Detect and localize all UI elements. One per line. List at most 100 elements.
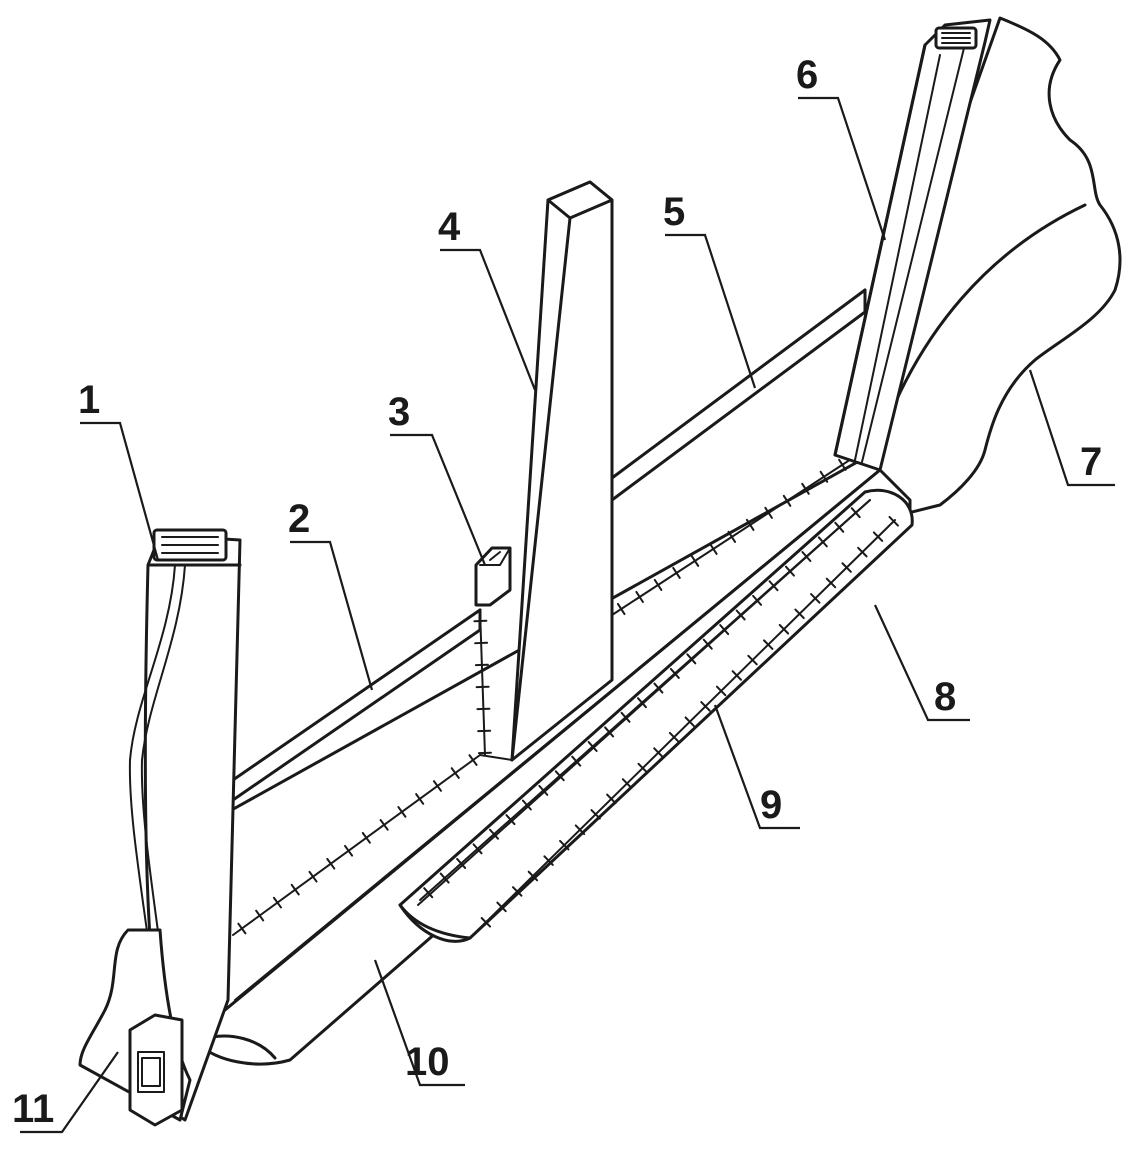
weld-tick — [480, 917, 492, 928]
weld-tick — [735, 609, 746, 621]
weld-tick — [857, 546, 868, 558]
weld-tick — [888, 515, 899, 527]
weld-tick — [819, 470, 829, 483]
weld-tick — [841, 562, 852, 573]
weld-tick — [672, 566, 681, 579]
weld-tick — [423, 887, 434, 899]
label-10: 10 — [405, 1040, 450, 1084]
label-5: 5 — [663, 190, 685, 234]
weld-tick — [604, 726, 615, 738]
callout-labels: 1 2 3 4 5 6 7 8 9 10 11 — [12, 53, 1102, 1131]
weld-tick — [521, 799, 532, 811]
seam-ticks — [237, 446, 899, 935]
weld-tick — [838, 458, 847, 471]
weld-tick — [590, 809, 601, 820]
weld-tick — [715, 685, 727, 697]
weld-tick — [782, 494, 792, 507]
weld-tick — [237, 922, 247, 935]
label-7: 7 — [1080, 440, 1102, 484]
leader-lines — [20, 96, 1115, 1134]
weld-tick — [308, 870, 318, 883]
weld-tick — [747, 654, 758, 666]
weld-tick — [653, 682, 664, 694]
weld-seams — [232, 449, 896, 936]
weld-tick — [784, 565, 795, 577]
weld-tick — [752, 594, 763, 606]
weld-tick — [489, 828, 499, 840]
weld-tick — [543, 855, 554, 866]
weld-tick — [432, 780, 443, 792]
weld-tick — [637, 762, 648, 774]
weld-tick — [684, 716, 695, 728]
front-post — [128, 528, 242, 1122]
weld-tick — [272, 896, 282, 909]
weld-tick — [472, 843, 483, 855]
weld-tick — [571, 755, 582, 767]
label-8: 8 — [934, 675, 956, 719]
rail-upper — [610, 288, 867, 502]
weld-tick — [872, 531, 884, 542]
weld-tick — [801, 551, 812, 563]
label-2: 2 — [288, 497, 310, 541]
weld-tick — [326, 857, 336, 870]
weld-tick — [606, 793, 617, 805]
label-11: 11 — [12, 1087, 54, 1131]
label-1: 1 — [78, 378, 100, 422]
weld-tick — [810, 593, 821, 604]
weld-tick — [653, 578, 663, 591]
label-9: 9 — [760, 783, 782, 827]
weld-tick — [778, 623, 790, 635]
weld-tick — [456, 857, 467, 869]
weld-tick — [554, 770, 565, 782]
weld-tick — [574, 824, 586, 836]
weld-tick — [450, 767, 460, 779]
weld-tick — [731, 670, 743, 681]
weld-tick — [764, 506, 773, 519]
mounting-foot — [78, 928, 192, 1127]
weld-tick — [496, 901, 507, 913]
rear-post — [833, 18, 992, 472]
label-3: 3 — [388, 390, 410, 434]
weld-tick — [635, 590, 644, 603]
weld-tick — [620, 711, 631, 723]
weld-tick — [709, 542, 718, 555]
weld-tick — [719, 624, 730, 636]
weld-tick — [794, 608, 805, 620]
weld-tick — [690, 554, 700, 567]
weld-tick — [255, 909, 265, 922]
weld-tick — [415, 793, 425, 805]
weld-tick — [397, 806, 407, 818]
weld-tick — [653, 747, 664, 758]
weld-tick — [559, 839, 570, 851]
weld-tick — [512, 886, 523, 897]
weld-tick — [379, 819, 389, 831]
weld-tick — [616, 602, 626, 616]
weld-tick — [768, 580, 779, 592]
weld-tick — [668, 731, 680, 743]
weld-tick — [505, 814, 516, 826]
weld-tick — [361, 831, 371, 844]
weld-tick — [344, 844, 354, 857]
weld-tick — [538, 784, 549, 796]
label-4: 4 — [438, 205, 461, 249]
weld-tick — [702, 638, 713, 650]
weld-tick — [700, 701, 711, 712]
weld-tick — [468, 754, 478, 766]
weld-tick — [817, 536, 828, 548]
weld-tick — [850, 507, 861, 519]
weld-tick — [825, 577, 837, 589]
weld-tick — [763, 639, 774, 650]
weld-tick — [621, 778, 633, 789]
weld-tick — [636, 697, 647, 709]
weld-tick — [527, 870, 539, 882]
weld-tick — [834, 521, 845, 533]
weld-tick — [439, 872, 450, 884]
weld-tick — [727, 530, 737, 543]
weld-tick — [801, 482, 810, 495]
weld-tick — [290, 883, 300, 896]
weld-tick — [686, 653, 697, 665]
weld-tick — [745, 518, 755, 531]
weld-tick — [669, 667, 680, 679]
